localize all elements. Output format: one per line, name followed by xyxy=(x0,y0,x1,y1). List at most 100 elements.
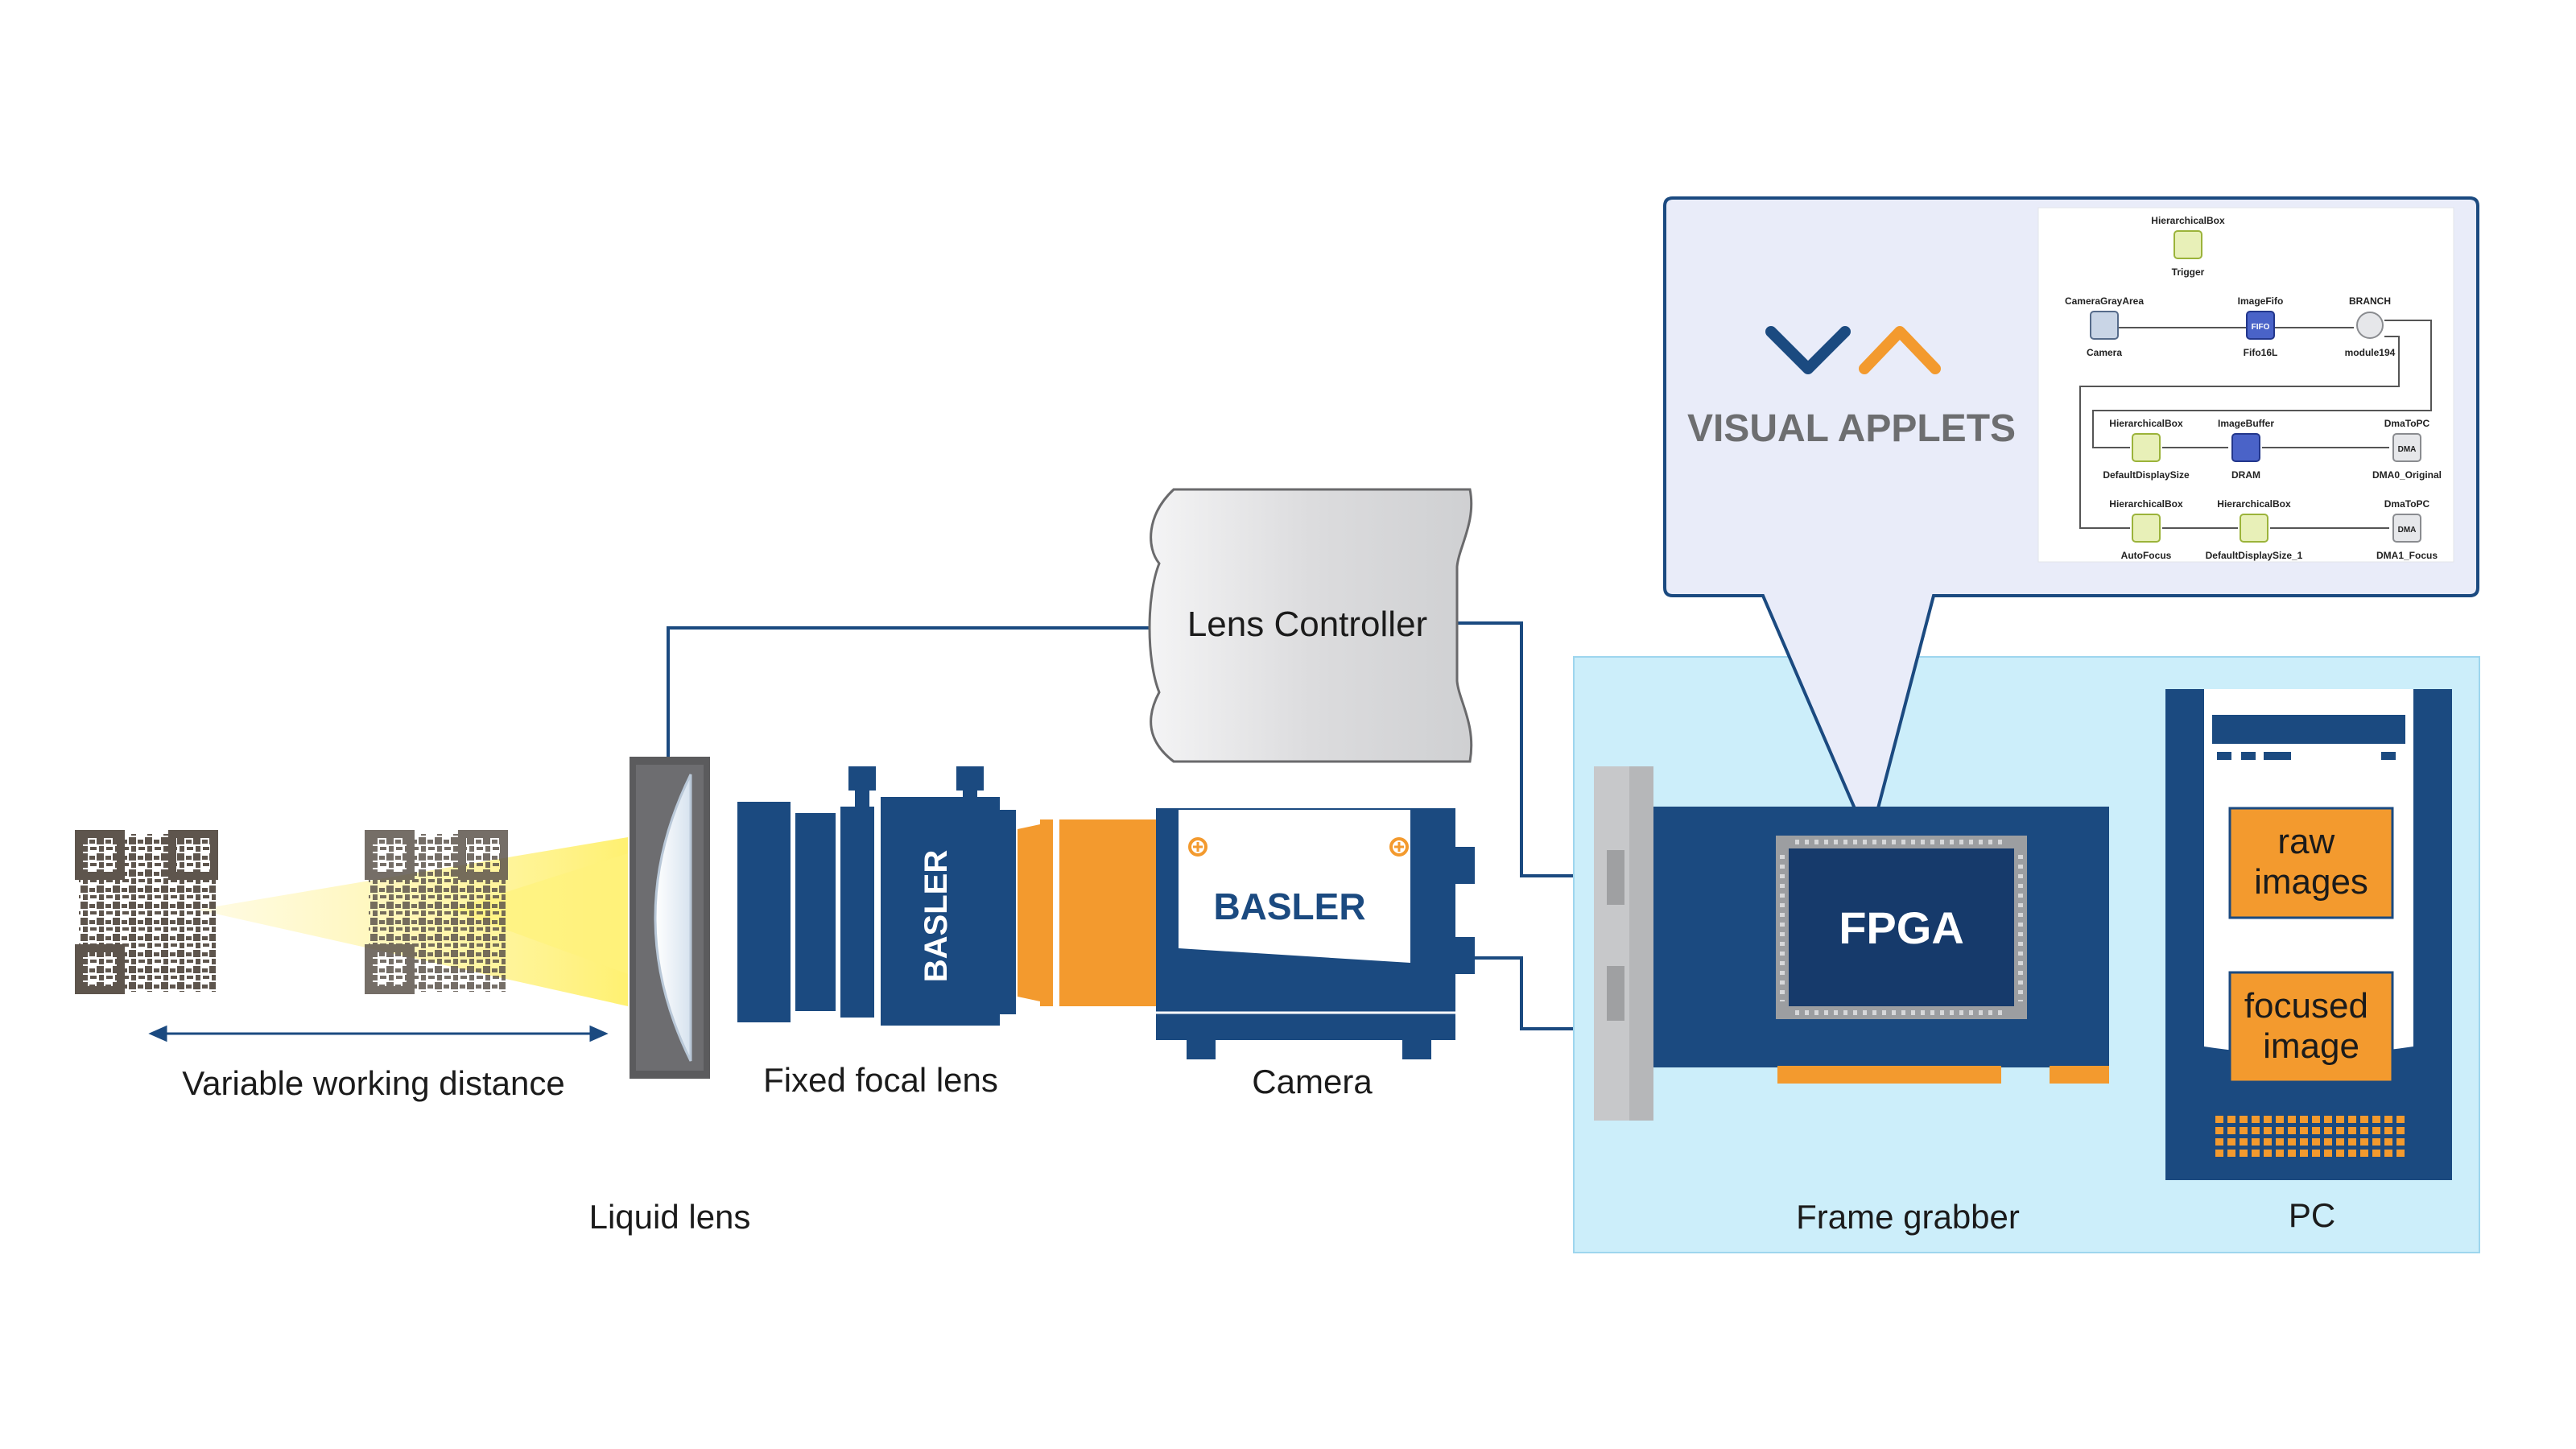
va-logo-mark xyxy=(1765,326,1941,374)
vent-square xyxy=(2300,1116,2308,1123)
image-buffer-icon xyxy=(2231,433,2260,462)
pc-label: PC xyxy=(2289,1196,2335,1234)
pc-vent-grille xyxy=(2215,1116,2405,1157)
liquid-lens xyxy=(630,757,710,1079)
vent-square xyxy=(2348,1150,2356,1157)
vent-square xyxy=(2336,1150,2344,1157)
vent-square xyxy=(2264,1127,2272,1134)
vent-square xyxy=(2312,1116,2320,1123)
vent-square xyxy=(2276,1150,2284,1157)
vent-square xyxy=(2227,1138,2235,1146)
vent-square xyxy=(2288,1150,2296,1157)
vent-square xyxy=(2240,1150,2248,1157)
camera-label: Camera xyxy=(1252,1063,1373,1100)
raw-images-line-2: images xyxy=(2254,862,2368,902)
vent-square xyxy=(2336,1116,2344,1123)
camera-logo: BASLER xyxy=(1213,886,1365,927)
va-node-name: Trigger xyxy=(2172,266,2205,278)
vent-square xyxy=(2336,1138,2344,1146)
va-node-name: Camera xyxy=(2087,347,2122,358)
va-node-type: BRANCH xyxy=(2349,295,2391,307)
va-node-badge: DMA xyxy=(2398,445,2417,454)
vent-square xyxy=(2288,1116,2296,1123)
va-node-name: DMA0_Original xyxy=(2372,469,2442,481)
hierarchical-box-icon xyxy=(2132,433,2161,462)
focused-image-line-1: focused xyxy=(2244,986,2368,1026)
camera: BASLER xyxy=(1156,808,1475,1059)
vent-square xyxy=(2227,1127,2235,1134)
vent-square xyxy=(2396,1127,2405,1134)
vent-square xyxy=(2240,1116,2248,1123)
qr-code-far xyxy=(75,830,218,994)
vent-square xyxy=(2276,1127,2284,1134)
raw-images-box xyxy=(2228,807,2394,919)
va-logo-text: VISUAL APPLETS xyxy=(1687,407,2016,450)
vent-square xyxy=(2252,1150,2260,1157)
va-node-type: HierarchicalBox xyxy=(2217,498,2291,510)
va-graph-nodes: HierarchicalBoxTriggerCameraGrayAreaCame… xyxy=(2065,215,2442,561)
lens-logo: BASLER xyxy=(919,850,954,983)
focused-image-line-2: image xyxy=(2263,1026,2359,1066)
vent-square xyxy=(2372,1138,2380,1146)
va-graph-panel xyxy=(2037,207,2454,563)
va-node-type: HierarchicalBox xyxy=(2109,418,2183,429)
vent-square xyxy=(2336,1127,2344,1134)
va-node-type: HierarchicalBox xyxy=(2151,215,2225,226)
vent-square xyxy=(2360,1150,2368,1157)
vent-square xyxy=(2396,1138,2405,1146)
vent-square xyxy=(2227,1150,2235,1157)
vent-square xyxy=(2276,1116,2284,1123)
vent-square xyxy=(2360,1116,2368,1123)
vent-square xyxy=(2372,1116,2380,1123)
va-node-name: DMA1_Focus xyxy=(2376,550,2438,561)
vent-square xyxy=(2252,1138,2260,1146)
hierarchical-box-icon xyxy=(2174,230,2202,259)
vent-square xyxy=(2384,1116,2392,1123)
va-node-type: DmaToPC xyxy=(2384,498,2430,510)
vent-square xyxy=(2384,1127,2392,1134)
vent-square xyxy=(2264,1116,2272,1123)
vent-square xyxy=(2288,1138,2296,1146)
dma-icon xyxy=(2392,433,2421,462)
wire-liquid-lens-to-controller xyxy=(667,626,1159,757)
vent-square xyxy=(2276,1138,2284,1146)
vent-square xyxy=(2384,1138,2392,1146)
va-node-name: DefaultDisplaySize_1 xyxy=(2206,550,2303,561)
vent-square xyxy=(2324,1150,2332,1157)
va-node-name: Fifo16L xyxy=(2244,347,2278,358)
visual-applets-callout: VISUAL APPLETS xyxy=(1663,196,2479,848)
vent-square xyxy=(2324,1116,2332,1123)
va-node-type: CameraGrayArea xyxy=(2065,295,2144,307)
hierarchical-box-icon xyxy=(2132,514,2161,543)
frame-grabber-label: Frame grabber xyxy=(1796,1198,2020,1236)
fixed-focal-lens-label: Fixed focal lens xyxy=(763,1061,998,1099)
vent-square xyxy=(2324,1138,2332,1146)
vent-square xyxy=(2215,1138,2223,1146)
va-node-badge: DMA xyxy=(2398,526,2417,535)
liquid-lens-label: Liquid lens xyxy=(589,1198,751,1236)
focused-image-box xyxy=(2228,971,2394,1084)
working-distance-label: Variable working distance xyxy=(182,1064,564,1102)
lens-controller-label: Lens Controller xyxy=(1187,605,1427,644)
vent-square xyxy=(2348,1138,2356,1146)
va-node-name: AutoFocus xyxy=(2121,550,2172,561)
vent-square xyxy=(2312,1127,2320,1134)
vent-square xyxy=(2264,1150,2272,1157)
vent-square xyxy=(2312,1150,2320,1157)
camera-node-icon xyxy=(2090,311,2119,340)
vent-square xyxy=(2300,1138,2308,1146)
vent-square xyxy=(2384,1150,2392,1157)
vent-square xyxy=(2252,1127,2260,1134)
vent-square xyxy=(2227,1116,2235,1123)
image-fifo-icon xyxy=(2246,311,2275,340)
va-node-type: ImageBuffer xyxy=(2218,418,2274,429)
vent-square xyxy=(2360,1138,2368,1146)
vent-square xyxy=(2252,1116,2260,1123)
